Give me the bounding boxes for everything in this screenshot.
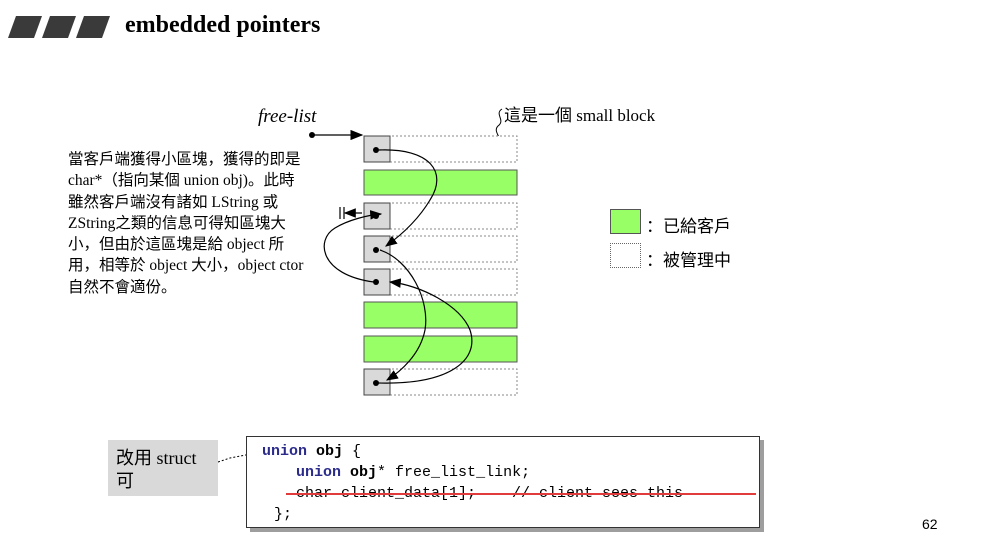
code-type-name: obj [350,464,378,481]
legend-allocated-swatch [610,209,641,234]
note-box [108,440,218,496]
free-list-label: free-list [258,106,317,127]
code-type-name: obj [316,443,344,460]
legend-managed-swatch [610,243,641,268]
page-number: 62 [922,516,938,532]
code-text: * free_list_link; [377,464,531,481]
code-line-1: union obj { [262,441,361,462]
code-keyword: union [262,443,308,460]
code-text: { [343,443,362,460]
code-line-2: union obj* free_list_link; [296,462,530,483]
legend-managed-label: ：被管理中 [646,251,731,270]
small-block-label: 這是一個 small block [504,106,656,125]
title-decoration [8,16,110,38]
strikethrough-line [286,493,756,495]
note-text: 改用 struct 可 [116,448,197,491]
code-keyword: union [296,464,342,481]
description-text: 當客戶端獲得小區塊，獲得的即是 char*（指向某個 union obj)。此時… [68,151,304,296]
memory-blocks [363,135,518,396]
page-title: embedded pointers [125,12,321,38]
legend-allocated-label: ：已給客戶 [646,217,731,236]
code-line-4: }; [274,506,293,523]
code-box [246,436,760,528]
